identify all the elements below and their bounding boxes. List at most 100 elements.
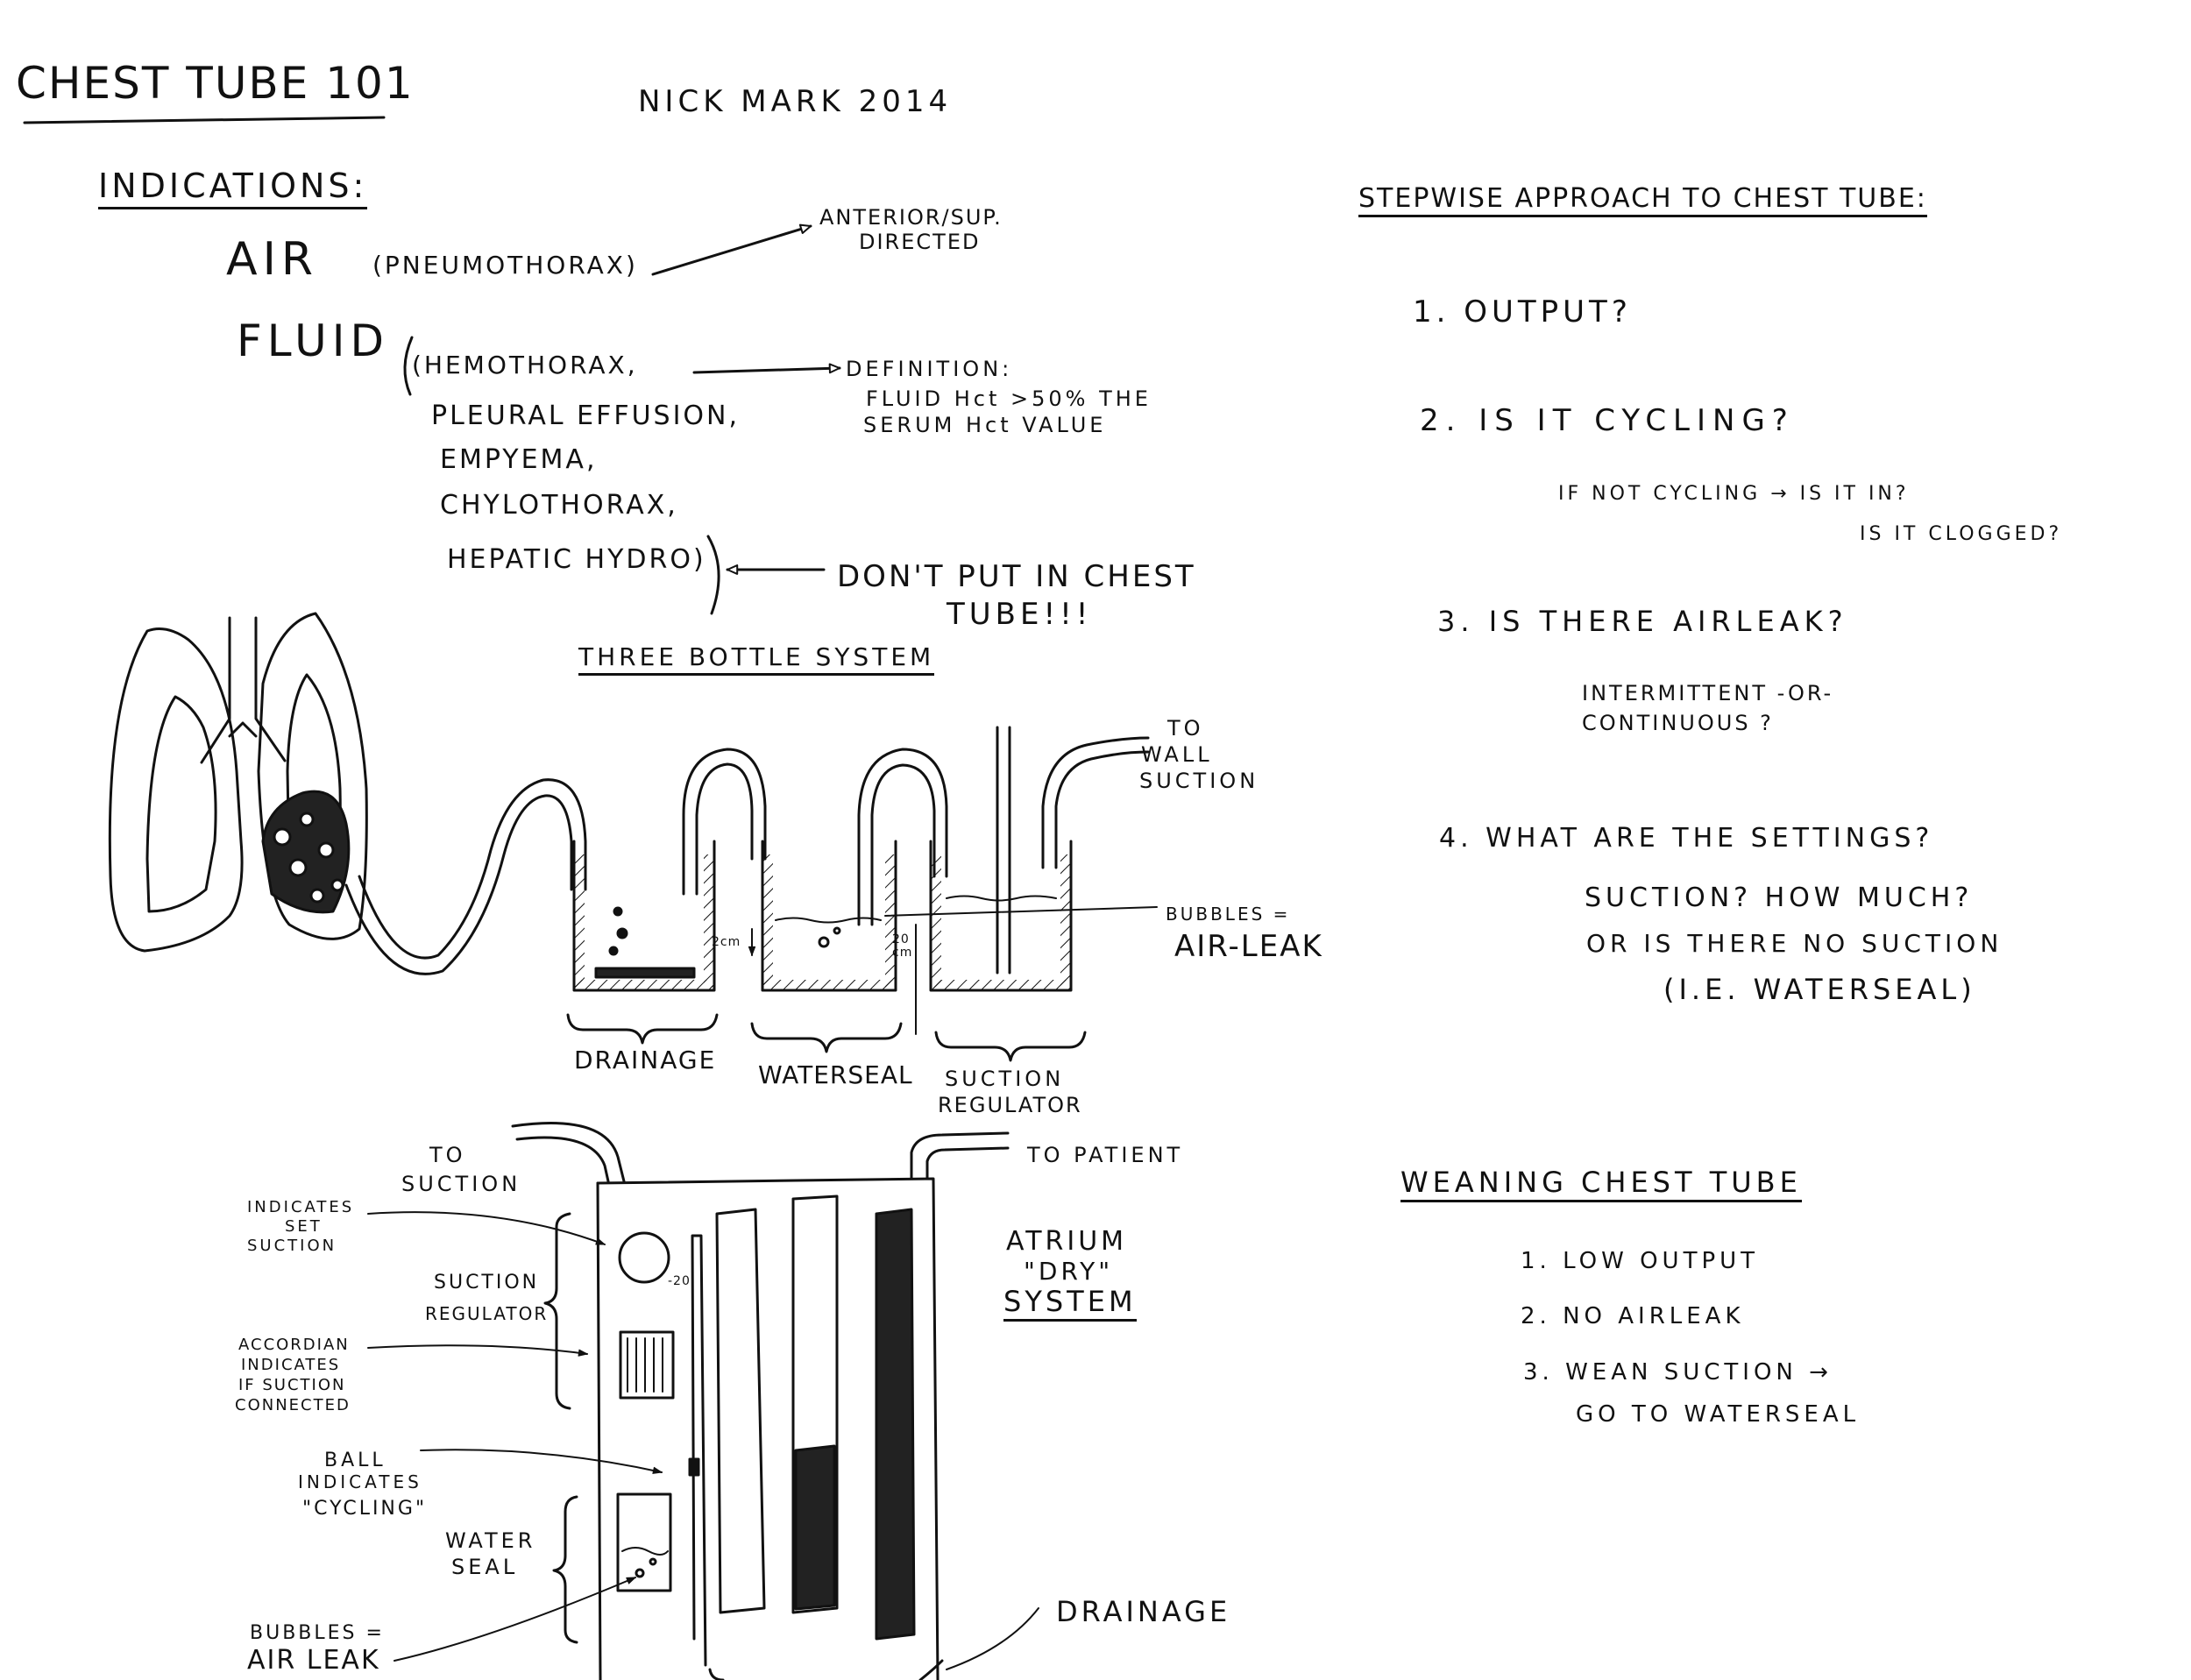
weaning-item-4: GO TO WATERSEAL	[1576, 1401, 1861, 1428]
weaning-item-1: 1. LOW OUTPUT	[1521, 1248, 1760, 1274]
step-1: 1. OUTPUT?	[1413, 294, 1632, 330]
tube-arch-2	[859, 749, 947, 925]
tube-arch-2-inner	[872, 765, 934, 925]
fluid-paren-right	[708, 536, 719, 613]
collection-chamber-3	[876, 1209, 914, 1639]
hemothorax-arrow-icon	[694, 368, 840, 372]
title-underline	[25, 117, 384, 123]
definition-line-1: DEFINITION:	[846, 357, 1013, 381]
to-suction-2: SUCTION	[401, 1172, 521, 1196]
atrium-system-1: ATRIUM	[1006, 1226, 1128, 1257]
definition-line-2: FLUID Hct >50% THE	[866, 386, 1152, 411]
step-2: 2. IS IT CYCLING?	[1420, 403, 1795, 438]
suction-regulator-bottle	[931, 727, 1071, 990]
to-wall-1: TO	[1167, 716, 1204, 741]
fluid-paren-left	[405, 337, 412, 394]
fluid-item-4: CHYLOTHORAX,	[440, 490, 678, 521]
water-seal-1: WATER	[445, 1528, 536, 1553]
air-arrow-icon	[653, 226, 811, 274]
indications-heading: INDICATIONS:	[98, 167, 368, 209]
accordian-icon	[620, 1332, 673, 1398]
air-label: AIR	[226, 233, 319, 286]
ball-2: INDICATES	[298, 1471, 422, 1492]
accordian-1: ACCORDIAN	[238, 1336, 350, 1354]
suction-bottle-label-2: REGULATOR	[938, 1093, 1082, 1117]
definition-line-3: SERUM Hct VALUE	[863, 413, 1107, 437]
fluid-label: FLUID	[237, 315, 389, 366]
indicates-set-1: INDICATES	[247, 1198, 355, 1216]
leader-accordian	[368, 1345, 587, 1354]
atrium-bubbles-2: AIR LEAK	[247, 1645, 380, 1676]
page-title: CHEST TUBE 101	[16, 58, 415, 109]
bubbles-leader-line	[885, 907, 1157, 916]
suction-reg-2: REGULATOR	[425, 1303, 549, 1324]
to-wall-3: SUCTION	[1139, 769, 1259, 793]
accordian-2: INDICATES	[241, 1356, 341, 1374]
brace-waterseal	[752, 1024, 901, 1052]
tube-arch-1-inner	[697, 764, 752, 894]
fluid-item-1: (HEMOTHORAX,	[412, 351, 638, 379]
chest-tube-line	[359, 780, 585, 958]
three-bottle-title: THREE BOTTLE SYSTEM	[578, 643, 935, 676]
author-date: NICK MARK 2014	[638, 84, 953, 119]
to-suction-1: TO	[429, 1143, 466, 1167]
step-4: 4. WHAT ARE THE SETTINGS?	[1439, 823, 1934, 854]
collection-chamber-2	[793, 1196, 837, 1613]
wall-suction-tube-inner	[1056, 752, 1148, 868]
fluid-item-2: PLEURAL EFFUSION,	[431, 401, 741, 431]
suction-bottle-label-1: SUCTION	[945, 1067, 1065, 1091]
collection-chamber-1	[717, 1209, 764, 1613]
leader-drainage	[947, 1608, 1039, 1669]
step-3-sub-2: CONTINUOUS ?	[1582, 711, 1774, 735]
water-seal-2: SEAL	[451, 1555, 519, 1579]
leader-bubbles	[394, 1577, 635, 1661]
lungs-icon	[110, 613, 366, 951]
wall-suction-tube	[1043, 738, 1148, 868]
waterseal-bottle-label: WATERSEAL	[758, 1060, 913, 1089]
leader-ball	[421, 1450, 662, 1472]
air-paren: (PNEUMOTHORAX)	[372, 251, 638, 280]
brace-drainage-bottom	[710, 1661, 942, 1680]
step-3: 3. IS THERE AIRLEAK?	[1437, 605, 1848, 638]
depth-large-label: 20 cm	[892, 932, 913, 961]
warning-line-2: TUBE!!!	[947, 597, 1093, 632]
atrium-system-3: SYSTEM	[1003, 1286, 1137, 1322]
atrium-drainage-label: DRAINAGE	[1056, 1595, 1231, 1628]
indicates-set-3: SUCTION	[247, 1237, 337, 1255]
brace-suction	[936, 1032, 1085, 1060]
weaning-title: WEANING CHEST TUBE	[1400, 1166, 1802, 1203]
depth-small-label: 2cm	[712, 935, 741, 949]
air-note-1: ANTERIOR/SUP.	[819, 205, 1003, 230]
chest-tube-line-inner	[346, 796, 571, 974]
step-3-sub-1: INTERMITTENT -OR-	[1582, 681, 1834, 705]
step-2-sub-2: IS IT CLOGGED?	[1860, 523, 2063, 545]
accordian-3: IF SUCTION	[238, 1376, 346, 1394]
fluid-item-5: HEPATIC HYDRO)	[447, 544, 706, 575]
weaning-item-3: 3. WEAN SUCTION →	[1523, 1359, 1833, 1386]
step-4-sub-2: OR IS THERE NO SUCTION	[1586, 929, 2003, 958]
tube-arch-1	[684, 749, 765, 894]
bubbles-label: BUBBLES =	[1166, 904, 1291, 925]
brace-drainage	[568, 1015, 717, 1043]
fluid-item-3: EMPYEMA,	[440, 444, 598, 475]
fluid-collection-icon	[263, 791, 349, 912]
drainage-bottle	[574, 841, 714, 990]
atrium-bubbles-1: BUBBLES =	[250, 1622, 385, 1644]
waterseal-bottle	[762, 841, 896, 990]
step-4-sub-3: (I.E. WATERSEAL)	[1663, 973, 1976, 1006]
to-patient-label: TO PATIENT	[1027, 1143, 1184, 1167]
drainage-bottle-label: DRAINAGE	[574, 1046, 717, 1074]
warning-line-1: DON'T PUT IN CHEST	[837, 559, 1196, 594]
atrium-system-2: "DRY"	[1024, 1257, 1114, 1286]
atrium-box	[513, 1124, 1008, 1680]
indicates-set-2: SET	[285, 1217, 323, 1236]
dial-mark: -20	[668, 1274, 691, 1288]
to-wall-2: WALL	[1141, 742, 1213, 767]
cycling-column	[692, 1236, 706, 1665]
suction-reg-1: SUCTION	[434, 1272, 540, 1294]
step-2-sub-1: IF NOT CYCLING → IS IT IN?	[1558, 483, 1910, 505]
air-leak-label: AIR-LEAK	[1174, 929, 1323, 964]
ball-3: "CYCLING"	[302, 1498, 428, 1520]
air-note-2: DIRECTED	[859, 230, 981, 254]
